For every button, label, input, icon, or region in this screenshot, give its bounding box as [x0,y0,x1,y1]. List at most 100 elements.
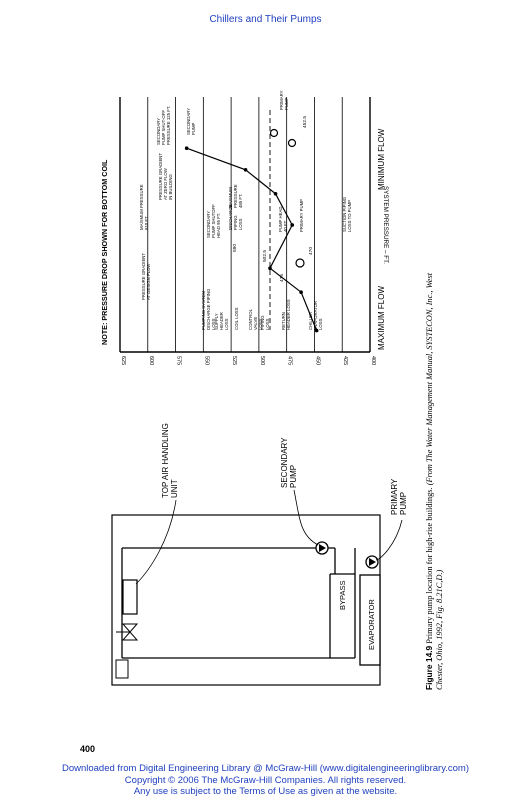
primary-pump-label-line1: PRIMARY [390,478,399,515]
chart-annotation-line: PIPING [233,215,238,230]
load-box [115,659,129,679]
y-tick-label: 575 [176,356,182,365]
footer: Downloaded from Digital Engineering Libr… [0,763,531,798]
y-tick-label: 425 [342,356,348,365]
chart-annotation: PRIMARY PUMP [299,199,304,232]
point-value-label: 590 [232,244,238,252]
chart-annotation-line: SECONDARY [156,118,161,145]
chart-annotation: COIL LOSS [234,307,239,330]
chart-annotation-line: AT DESIGN FLOW [146,263,151,300]
chart-annotation-line: SUPPLY [214,313,219,330]
chart-annotation: SECONDARYPUMP SHUT-OFFPRESSURE 125 FT. [156,106,171,145]
chart-annotation-line: PUMP [284,97,289,110]
chart-ylabel: SYSTEM PRESSURE – FT. [382,186,389,264]
pressure-point [299,290,303,295]
caption-source-line2: Chester, Ohio, 1992, Fig. 8.21C,D.) [435,570,444,690]
chart-annotation-line: PUMP HEAD [278,207,283,232]
pressure-point [243,168,248,172]
chart-annotation-line: VALVE [253,317,258,330]
flow-label-left: MAXIMUM FLOW [377,286,386,350]
pump-symbols [269,128,305,268]
point-value-label: 452.5 [302,116,308,128]
top-air-handling-line2: UNIT [170,479,179,498]
chart-annotation-line: SECONDARY [186,108,191,135]
chart-annotation: PRESSURE GRADIENTAT DESIGN FLOW [141,253,151,300]
chart-annotation-line: AT ZERO FLOW [163,167,168,200]
chart-annotation-line: PRESSURE GRADIENT [158,153,163,200]
piping [121,547,356,659]
secondary-pump-label: SECONDARY PUMP [280,435,298,488]
chart-annotation-line: RETURN [281,312,286,330]
chart-annotation-line: SECONDARY [206,211,211,238]
page-number: 400 [80,744,96,754]
bypass-label: BYPASS [338,581,347,610]
chart-annotation-line: LOSS [224,318,229,330]
chart-annotation: PRESSURE GRADIENTAT ZERO FLOWIN BUILDING [158,153,173,200]
chart-annotation-line: LOSS [318,318,323,330]
primary-pump-label-line2: PUMP [399,492,408,515]
chart-annotation: MAXIMUM PRESSURE610 FT. [139,184,149,230]
primary-pump-arrow [369,558,376,566]
chart-annotation-line: SUCTION PIPING [342,196,347,232]
pressure-point [314,328,319,333]
chart-annotation-line: PUMPING SYSTEM [201,291,206,330]
chart-grid [119,97,371,352]
chart-annotation-line: 485 FT. [238,194,243,208]
pressure-point [184,146,189,150]
control-valve-icon [116,623,139,641]
y-tick-label: 525 [231,356,237,365]
point-value-label: 502.5 [262,250,268,262]
chart-annotation: PRIMARYPUMP [279,90,289,110]
chart-annotation-line: PRESSURE [233,184,238,208]
chart-annotation: SUPPLYHEADERLOSS [214,312,229,330]
chart-annotation-line: HEADER [219,312,224,330]
chart-annotation-line: MAXIMUM [228,187,233,208]
y-tick-label: 500 [259,356,265,365]
chart-annotation: SECONDARYPUMP SHUTOFFHEAD 95 FT. [206,204,221,238]
chart-annotation: CHILLEREVAPORATORLOSS [308,301,323,330]
chart-annotation-line: HEADER LOSS [286,299,291,330]
pressure-point [290,223,295,227]
footer-line2: Copyright © 2006 The McGraw-Hill Compani… [124,774,407,786]
caption-text: Primary pump location for high-rise buil… [425,487,434,643]
chart-annotation-line: COIL LOSS [234,307,239,330]
chart-annotation-line: CONTROL [248,308,253,330]
chart-annotation-line: PRIMARY [279,90,284,110]
top-air-handling-label: TOP AIR HANDLING UNIT [161,421,179,498]
chart-annotation: DISCHARGEPIPINGLOSS [228,204,243,230]
chart-annotation-line: PRIMARY PUMP [299,199,304,232]
secondary-pump-label-line1: SECONDARY [280,437,289,488]
figure-caption: Figure 14.9 Primary pump location for hi… [424,272,434,690]
flow-label-right-text: MINIMUM FLOW [377,128,386,190]
secondary-pump-label-line2: PUMP [289,465,298,488]
y-tick-label: 600 [148,356,154,365]
footer-line3: Any use is subject to the Terms of Use a… [133,786,398,797]
pressure-point [273,192,278,196]
leader-lines [135,489,403,585]
point-value-label: 475 [279,274,285,282]
y-tick-label: 400 [370,356,376,365]
evaporator-box [359,574,381,666]
chart-title-text: NOTE: PRESSURE DROP SHOWN FOR BOTTOM COI… [100,159,109,345]
chart-annotation: MAXIMUMPRESSURE485 FT. [228,184,243,208]
chart-annotation-line: 40 FT. [283,220,288,232]
pressure-point [290,223,295,227]
chart-annotation-line: MAXIMUM PRESSURE [139,184,144,230]
schematic-frame [111,514,381,686]
chart-annotation: SUCTION PIPINGLOSS TO PUMP [342,196,352,232]
evaporator-label: EVAPORATOR [367,599,376,650]
footer-line1[interactable]: Downloaded from Digital Engineering Libr… [61,763,470,774]
caption-source-line1: (From The Water Management Manual, SYSTE… [425,272,434,485]
pressure-series-line [269,224,318,331]
chart-annotation-line: PRESSURE 125 FT. [166,106,171,145]
secondary-pump-icon [315,541,329,555]
chart-annotation-line: LOSS [265,318,270,330]
chart-annotation-line: PUMP SHUT-OFF [161,110,166,145]
chart-annotation-line: PUMP SHUTOFF [211,204,216,238]
chart-annotation-line: 610 FT. [144,216,149,230]
chart-series [184,146,319,333]
chart-annotation-line: PRESSURE GRADIENT [141,253,146,300]
chart-annotation-line: DISCHARGE PIPING [206,288,211,330]
